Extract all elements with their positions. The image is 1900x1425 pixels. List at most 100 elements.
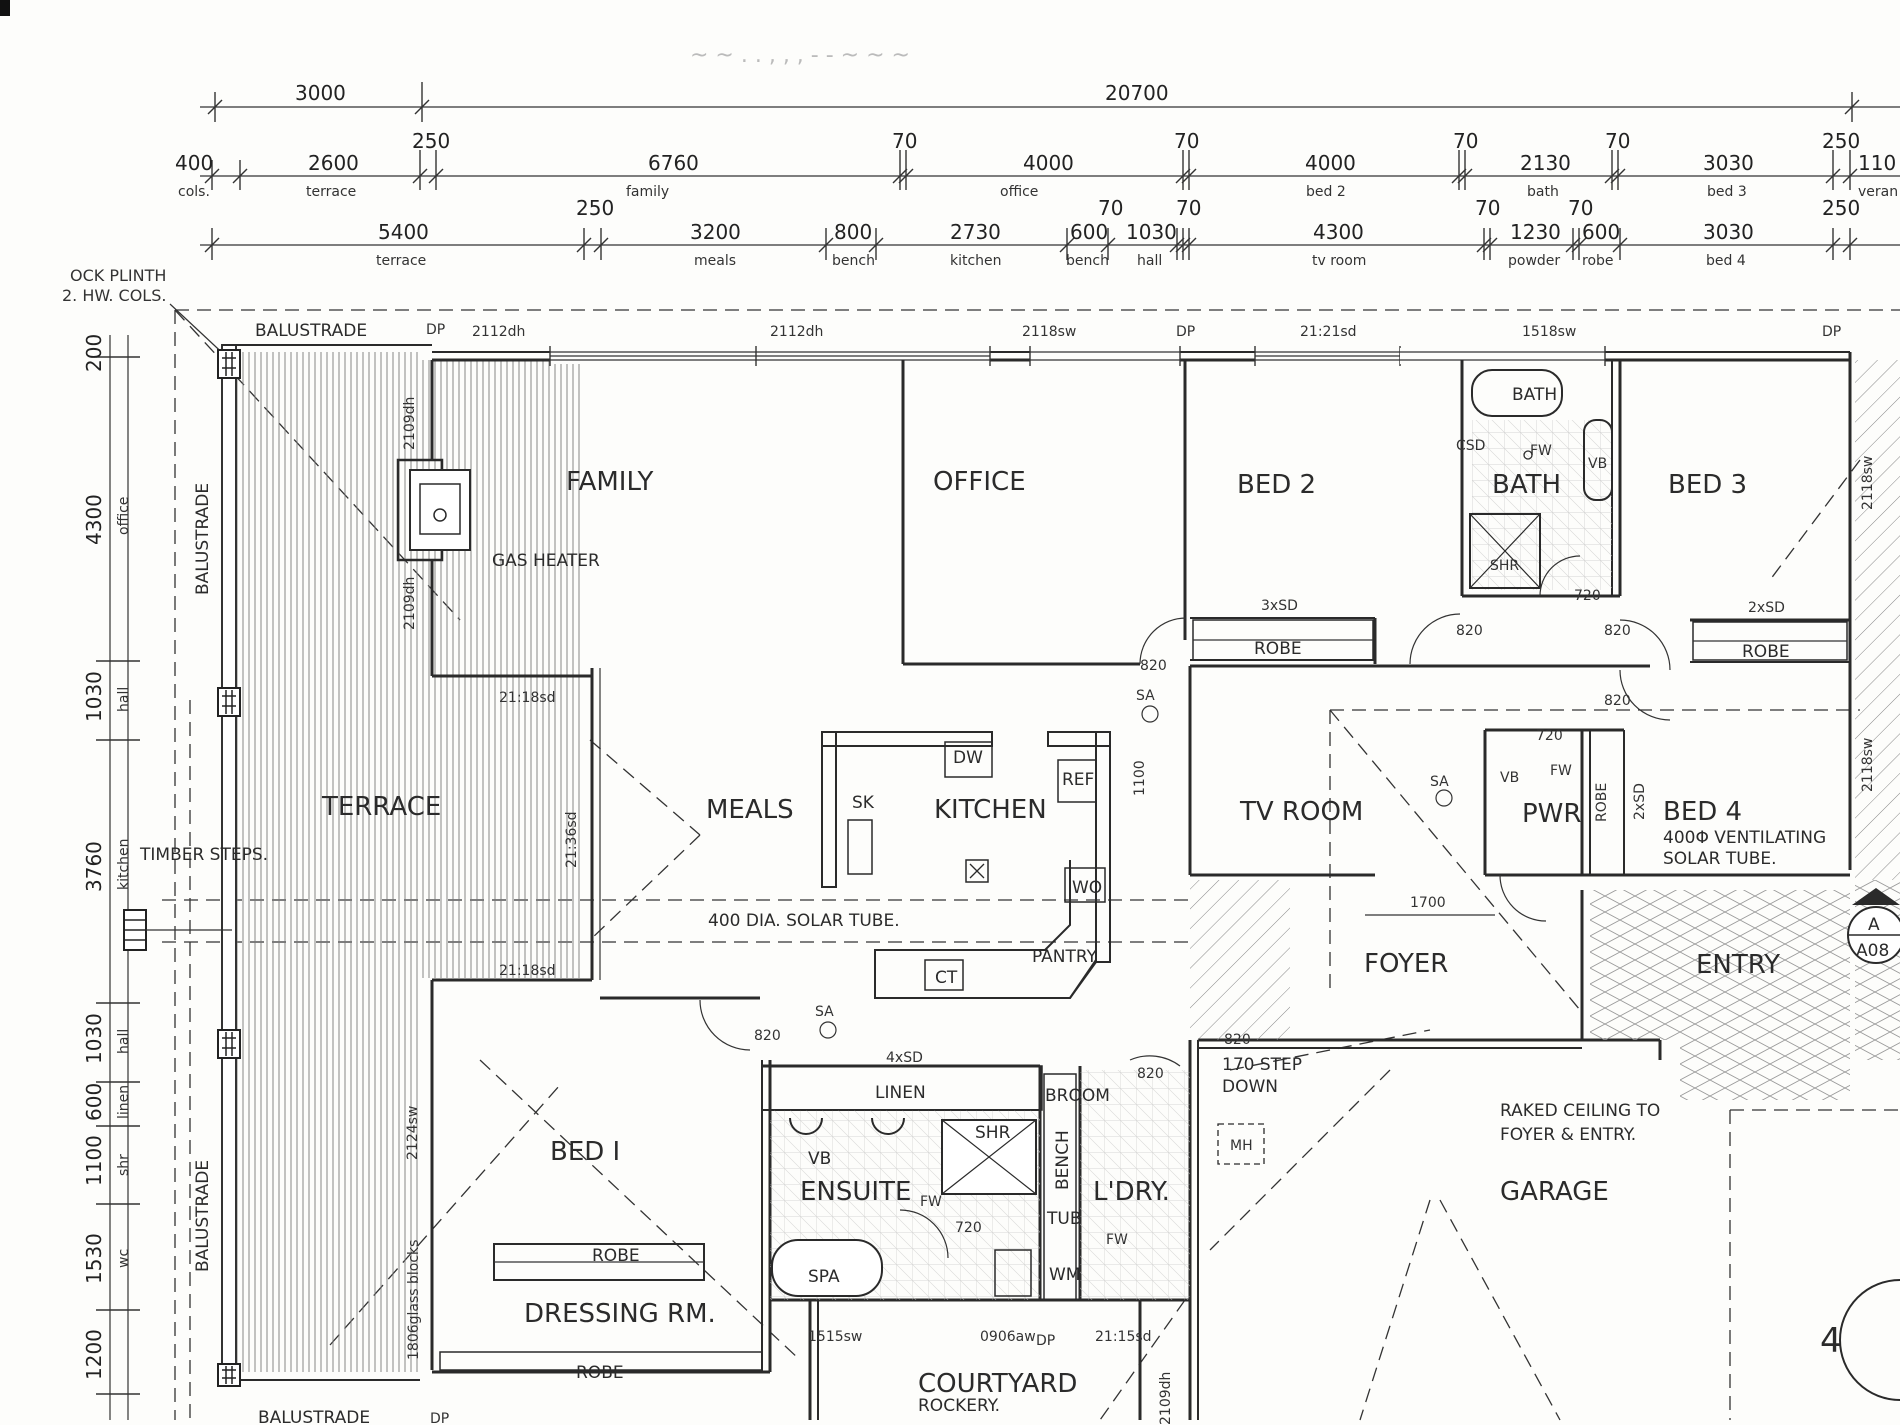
fixture-robe-pwr: ROBE (1594, 783, 1610, 822)
left-dim-6: 1530 (82, 1233, 106, 1284)
ventilating-note-1: 400Φ VENTILATING (1663, 828, 1826, 848)
fixture-tub: TUB (1046, 1209, 1082, 1229)
room-garage: GARAGE (1500, 1177, 1609, 1207)
room-terrace: TERRACE (321, 792, 441, 822)
dim-row3-5: 600 (1070, 220, 1108, 244)
fixture-pantry: PANTRY (1032, 947, 1098, 967)
dim-row2-13-label: veran (1858, 184, 1898, 200)
dim-row1-0: 3000 (295, 81, 346, 105)
fixture-wo: WO (1072, 878, 1102, 898)
terrace-deck (123, 344, 582, 1387)
dim-row3-0: 5400 (378, 220, 429, 244)
dim-row3-13: 600 (1582, 220, 1620, 244)
entry-hatching (1190, 360, 1900, 1100)
fixture-ct: CT (935, 968, 958, 988)
step-down-note-2: DOWN (1222, 1077, 1278, 1097)
dim-row3-7: 70 (1098, 196, 1123, 220)
robe-fittings (439, 619, 1848, 1371)
dim-row2-1-label: terrace (306, 184, 356, 200)
dp-label-4: DP (1036, 1333, 1055, 1349)
fixture-linen: LINEN (875, 1083, 926, 1103)
dim-row2-12: 250 (1822, 129, 1860, 153)
left-dim-4: 600 (82, 1083, 106, 1121)
opening-2118sw-r1: 2118sw (1860, 456, 1876, 510)
door-720-bath: 720 (1574, 588, 1601, 604)
fixture-robe-bed3: ROBE (1742, 642, 1790, 662)
opening-2124sw: 2124sw (405, 1106, 421, 1160)
dim-row3-11: 1230 (1510, 220, 1561, 244)
door-820-bed4: 820 (1604, 693, 1631, 709)
dim-row2-11-label: bed 3 (1707, 184, 1747, 200)
left-dim-5: 1100 (82, 1135, 106, 1186)
glass-blocks-note: 1806glass blocks (406, 1240, 422, 1360)
opening-2115sd: 21:15sd (1095, 1329, 1152, 1345)
rockery-note: ROCKERY. (918, 1396, 1000, 1416)
dim-row3-3: 800 (834, 220, 872, 244)
dim-row2-9: 2130 (1520, 151, 1571, 175)
room-dressing: DRESSING RM. (524, 1299, 716, 1329)
fixture-fw-bath: FW (1530, 443, 1552, 459)
dim-row3-9-label: tv room (1312, 253, 1366, 269)
room-laundry: L'DRY. (1093, 1177, 1170, 1207)
dim-row3-2-label: meals (694, 253, 736, 269)
balustrade-top: BALUSTRADE (255, 321, 367, 341)
fixture-sa-meals: SA (815, 1004, 834, 1020)
room-office: OFFICE (933, 467, 1026, 497)
room-kitchen: KITCHEN (934, 795, 1047, 825)
dim-row3-13-label: robe (1582, 253, 1614, 269)
left-dim-3: 1030 (82, 1013, 106, 1064)
timber-steps-note: TIMBER STEPS. (139, 845, 268, 865)
dim-row3-9: 4300 (1313, 220, 1364, 244)
door-820-bed3: 820 (1604, 623, 1631, 639)
kitchen-fixtures (821, 731, 1111, 999)
dim-row3-14-label: bed 4 (1706, 253, 1746, 269)
dim-row2-2: 250 (412, 129, 450, 153)
fixture-spa: SPA (808, 1267, 840, 1287)
fixture-sa-hall: SA (1136, 688, 1155, 704)
dim-row2-6: 70 (1174, 129, 1199, 153)
manhole-outline (1217, 1123, 1265, 1165)
plinth-note-1: OCK PLINTH (70, 266, 166, 285)
left-dim-2: 3760 (82, 841, 106, 892)
fixture-bench: BENCH (1053, 1130, 1073, 1190)
left-dim-5-label: shr (116, 1154, 132, 1176)
dim-row3-15: 250 (1822, 196, 1860, 220)
door-820-laundry: 820 (1224, 1032, 1251, 1048)
room-ensuite: ENSUITE (800, 1177, 911, 1207)
raked-note-1: RAKED CEILING TO (1500, 1101, 1660, 1121)
gas-heater-note: GAS HEATER (492, 551, 600, 571)
room-meals: MEALS (706, 795, 794, 825)
room-bed2: BED 2 (1237, 470, 1316, 500)
room-entry: ENTRY (1696, 950, 1780, 980)
corner-mark (0, 0, 10, 16)
section-ref: A08 (1856, 941, 1889, 961)
smoke-alarm-hall (1141, 705, 1159, 723)
opening-2109dh-a: 2109dh (402, 397, 418, 450)
page-number: 4 (1820, 1321, 1842, 1361)
fixture-wm: WM (1049, 1265, 1080, 1285)
balustrade-left-2: BALUSTRADE (193, 1160, 213, 1272)
dim-row3-14: 3030 (1703, 220, 1754, 244)
bath-fixtures (1469, 369, 1613, 590)
dim-row2-3-label: family (626, 184, 669, 200)
door-820-bed1: 820 (754, 1028, 781, 1044)
plinth-note-2: 2. HW. COLS. (62, 286, 166, 305)
fixture-2sd: 2xSD (1748, 600, 1785, 616)
opening-2118sw: 2118sw (1022, 324, 1076, 340)
fixture-shr-ensuite: SHR (975, 1123, 1011, 1143)
dim-row2-7-label: bed 2 (1306, 184, 1346, 200)
dim-row2-7: 4000 (1305, 151, 1356, 175)
left-dim-6-label: wc (116, 1249, 132, 1268)
fixture-2sd-bed4: 2xSD (1632, 783, 1648, 820)
door-820-hall: 820 (1140, 658, 1167, 674)
dim-row2-11: 3030 (1703, 151, 1754, 175)
left-dim-0: 4300 (82, 494, 106, 545)
dim-row2-5-label: office (1000, 184, 1038, 200)
opening-1515sw: 1515sw (808, 1329, 862, 1345)
balustrade-bottom: BALUSTRADE (258, 1408, 370, 1425)
dim-row3-12: 70 (1568, 196, 1593, 220)
room-bed1: BED I (550, 1137, 620, 1167)
top-dimensions: 3000 20700 400 cols. 2600 terrace 250 67… (175, 81, 1900, 269)
dim-row2-9-label: bath (1527, 184, 1559, 200)
opening-2112dh-b: 2112dh (770, 324, 823, 340)
